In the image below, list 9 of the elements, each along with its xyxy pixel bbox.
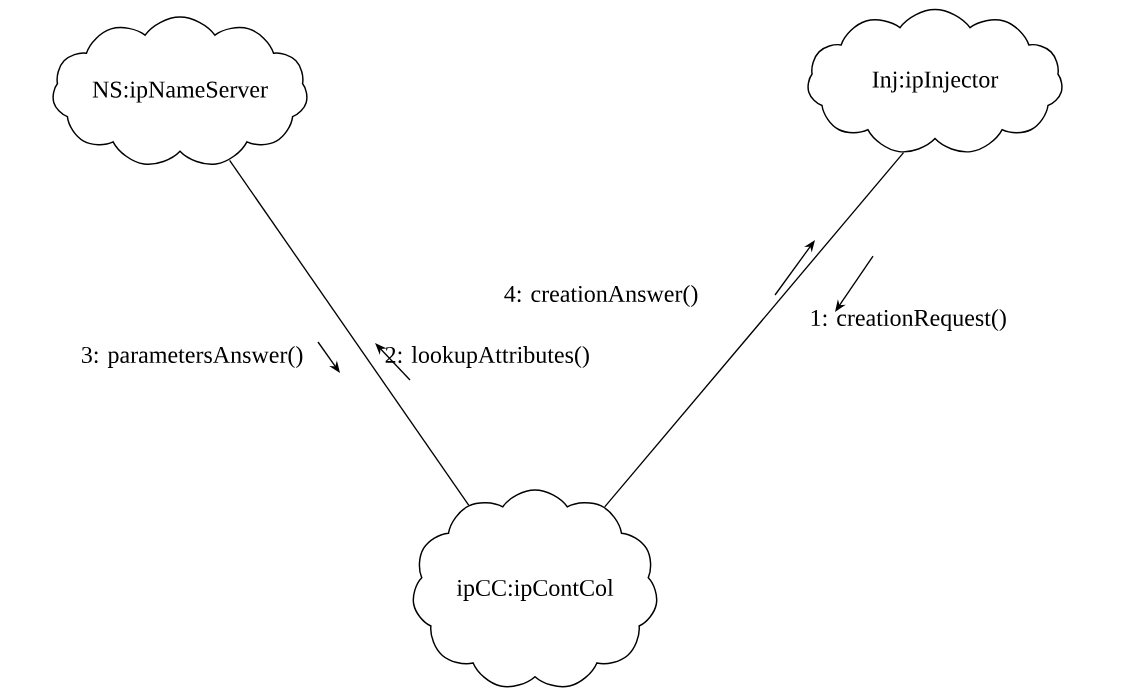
message-label: 2: lookupAttributes()	[385, 346, 589, 368]
message-label: 3: parametersAnswer()	[82, 346, 303, 368]
object-cloud: ipCC:ipContCol	[412, 489, 658, 688]
message-label: 4: creationAnswer()	[504, 285, 698, 307]
message-label: 1: creationRequest()	[811, 309, 1006, 331]
object-cloud: Inj:ipInjector	[807, 8, 1063, 153]
object-cloud: NS:ipNameServer	[52, 16, 308, 165]
link-line	[228, 159, 470, 506]
link-line	[604, 152, 905, 508]
